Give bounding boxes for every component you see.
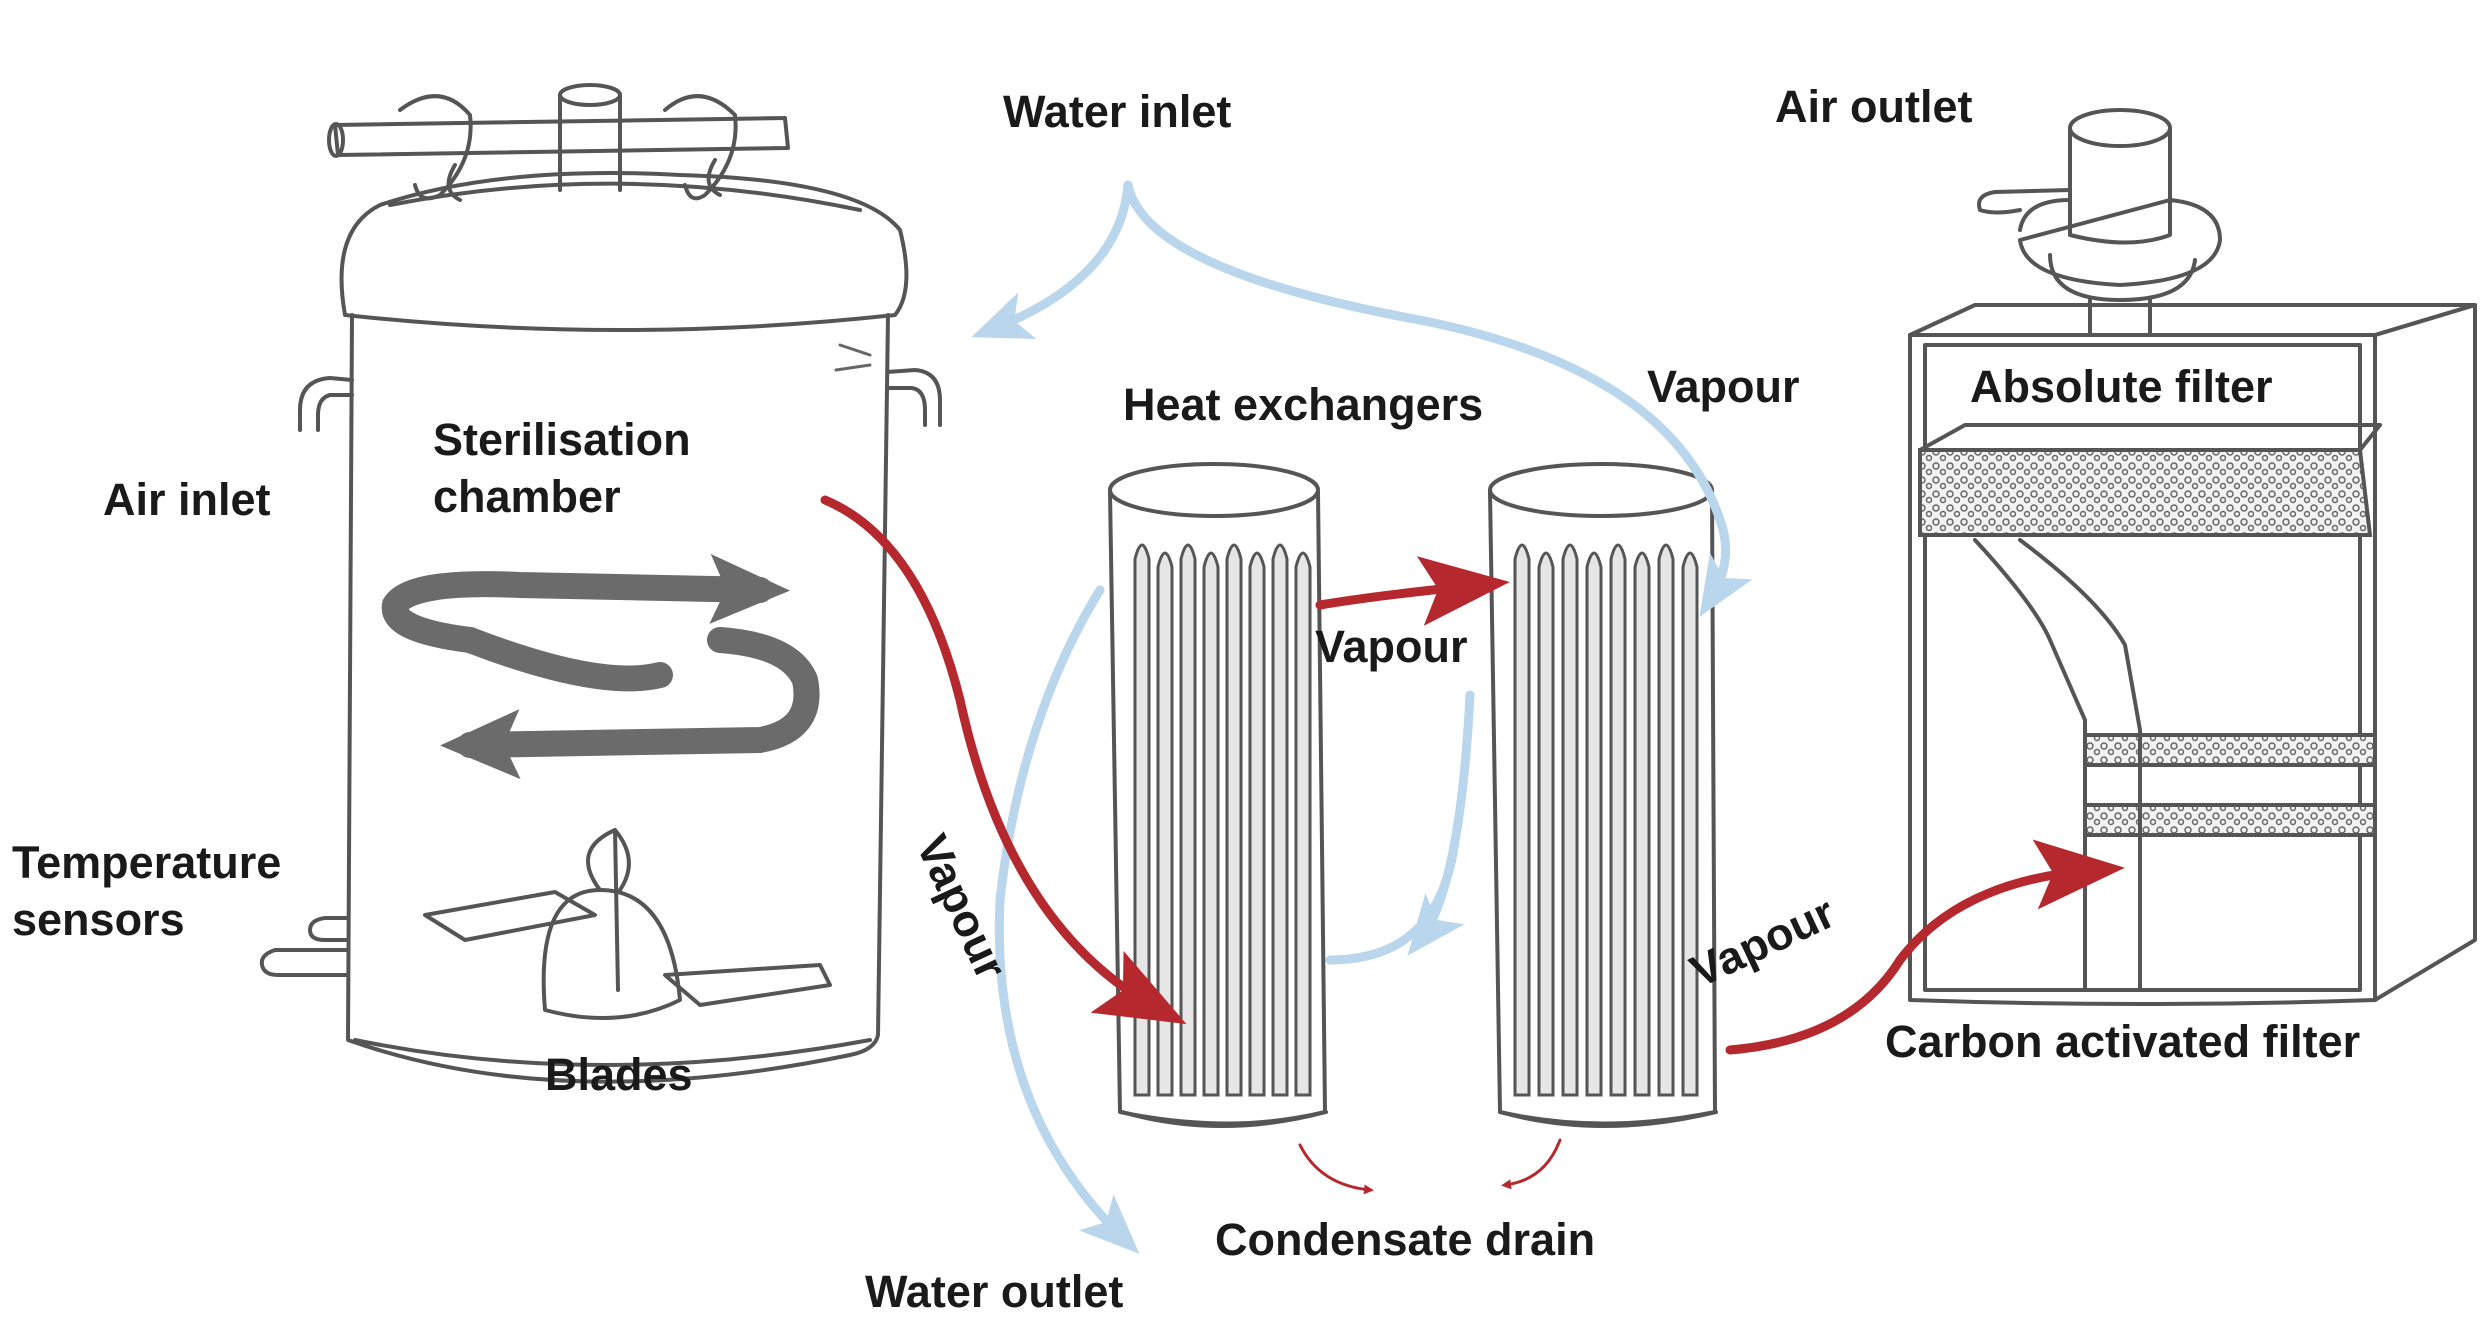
sterilisation-chamber-label-line2: chamber [433, 471, 621, 522]
exchanger-tube [1657, 543, 1675, 1097]
carbon-activated-filter-label: Carbon activated filter [1885, 1016, 2361, 1067]
exchanger-tube [1537, 551, 1555, 1097]
sterilisation-vessel [259, 83, 942, 1084]
exchanger-tube [1179, 543, 1197, 1097]
exchanger-tube [1513, 543, 1531, 1097]
vapour-middle-label: Vapour [1315, 621, 1468, 672]
exchanger-tube [1294, 551, 1312, 1097]
water-flows [971, 180, 1753, 1254]
sterilisation-chamber-label-line1: Sterilisation [433, 414, 691, 465]
air-inlet-label: Air inlet [103, 474, 271, 525]
exchanger-tubes [1133, 543, 1699, 1097]
absolute-filter-label: Absolute filter [1970, 361, 2273, 412]
filter-cabinet [1908, 108, 2477, 1006]
exchanger-tube [1133, 543, 1151, 1097]
temperature-sensors-label-line1: Temperature [12, 837, 282, 888]
exchanger-tube [1202, 551, 1220, 1097]
exchanger-tube [1248, 551, 1266, 1097]
water-inlet-label: Water inlet [1003, 86, 1232, 137]
exchanger-tube [1271, 543, 1289, 1097]
temperature-sensors-label-line2: sensors [12, 894, 185, 945]
condensate-drain-label: Condensate drain [1215, 1214, 1596, 1265]
exchanger-tube [1609, 543, 1627, 1097]
heat-exchanger-left [1108, 462, 1328, 1128]
blades-label: Blades [545, 1049, 693, 1100]
heat-exchangers-label: Heat exchangers [1123, 379, 1484, 430]
air-outlet-label: Air outlet [1775, 81, 1973, 132]
water-outlet-label: Water outlet [865, 1266, 1124, 1317]
exchanger-tube [1633, 551, 1651, 1097]
exchanger-tube [1561, 543, 1579, 1097]
blades-shape [423, 828, 832, 1020]
exchanger-tube [1681, 551, 1699, 1097]
rotation-arrows [381, 553, 820, 780]
vapour-flows [820, 495, 2125, 1195]
exchanger-tube [1585, 551, 1603, 1097]
vapour-top-label: Vapour [1647, 361, 1800, 412]
exchanger-tube [1225, 543, 1243, 1097]
